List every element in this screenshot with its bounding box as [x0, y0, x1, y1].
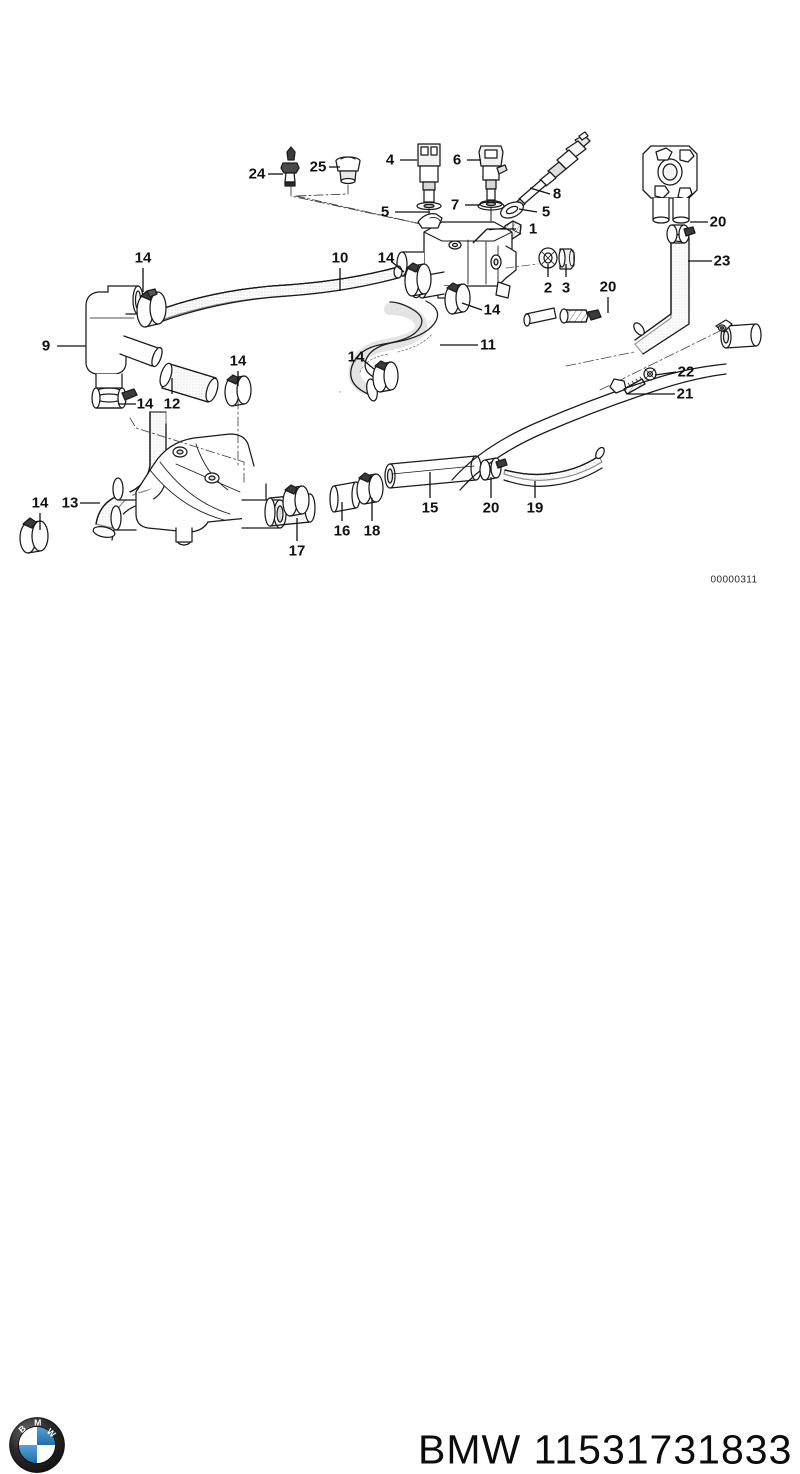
part-aux-valve-block: [643, 146, 697, 223]
callout-label-19: 19: [527, 501, 544, 516]
part-17-water-pump-housing: [111, 400, 286, 545]
callout-label-5a: 5: [381, 205, 389, 220]
callout-label-11: 11: [480, 338, 496, 353]
callout-label-7: 7: [451, 198, 459, 213]
callout-label-3: 3: [562, 281, 570, 296]
callout-label-2: 2: [544, 281, 552, 296]
callout-label-6: 6: [453, 153, 461, 168]
bmw-logo-letter-m: M: [34, 1417, 41, 1427]
drawing-reference-number: 00000311: [711, 575, 758, 586]
callout-label-20c: 20: [483, 501, 500, 516]
callout-label-14f: 14: [137, 397, 154, 412]
callout-label-14d: 14: [348, 350, 365, 365]
part-25-plug: [336, 157, 360, 184]
callout-label-13: 13: [62, 496, 79, 511]
callout-label-10: 10: [332, 251, 349, 266]
callout-label-1: 1: [529, 222, 537, 237]
callout-label-14b: 14: [378, 251, 395, 266]
callout-label-14c: 14: [484, 303, 501, 318]
part-number-text: BMW 11531731833: [418, 1427, 792, 1474]
callout-label-16: 16: [334, 524, 351, 539]
part-4-temperature-sensor: [417, 144, 441, 225]
callout-label-21: 21: [677, 387, 694, 402]
part-19-small-hose: [504, 446, 606, 486]
callout-label-5b: 5: [542, 205, 550, 220]
callout-label-18: 18: [364, 524, 381, 539]
part-23-hose: [632, 235, 689, 355]
callout-label-4: 4: [386, 153, 394, 168]
part-18-hose-section: [330, 482, 360, 512]
callout-label-17: 17: [289, 544, 306, 559]
callout-label-14a: 14: [135, 251, 152, 266]
callout-label-22: 22: [678, 365, 695, 380]
callout-label-9: 9: [42, 339, 50, 354]
callout-label-14e: 14: [230, 354, 247, 369]
part-24-temperature-switch: [281, 147, 299, 186]
part-22-washer: [644, 368, 656, 380]
callout-label-23: 23: [714, 254, 731, 269]
part-3-screw-plug: [559, 249, 575, 269]
bmw-roundel-logo: B M W: [8, 1416, 66, 1474]
part-10-radiator-hose: [156, 266, 402, 322]
callout-label-24: 24: [249, 167, 266, 182]
callout-label-14g: 14: [32, 496, 49, 511]
callout-label-20a: 20: [710, 215, 727, 230]
footer-bar: B M W BMW 11531731833: [0, 700, 800, 800]
callout-label-8: 8: [553, 187, 561, 202]
callout-label-12: 12: [164, 397, 181, 412]
callout-label-20b: 20: [600, 280, 617, 295]
part-21-bolt: [610, 377, 645, 394]
callout-label-15: 15: [422, 501, 439, 516]
callout-label-25: 25: [310, 160, 327, 175]
